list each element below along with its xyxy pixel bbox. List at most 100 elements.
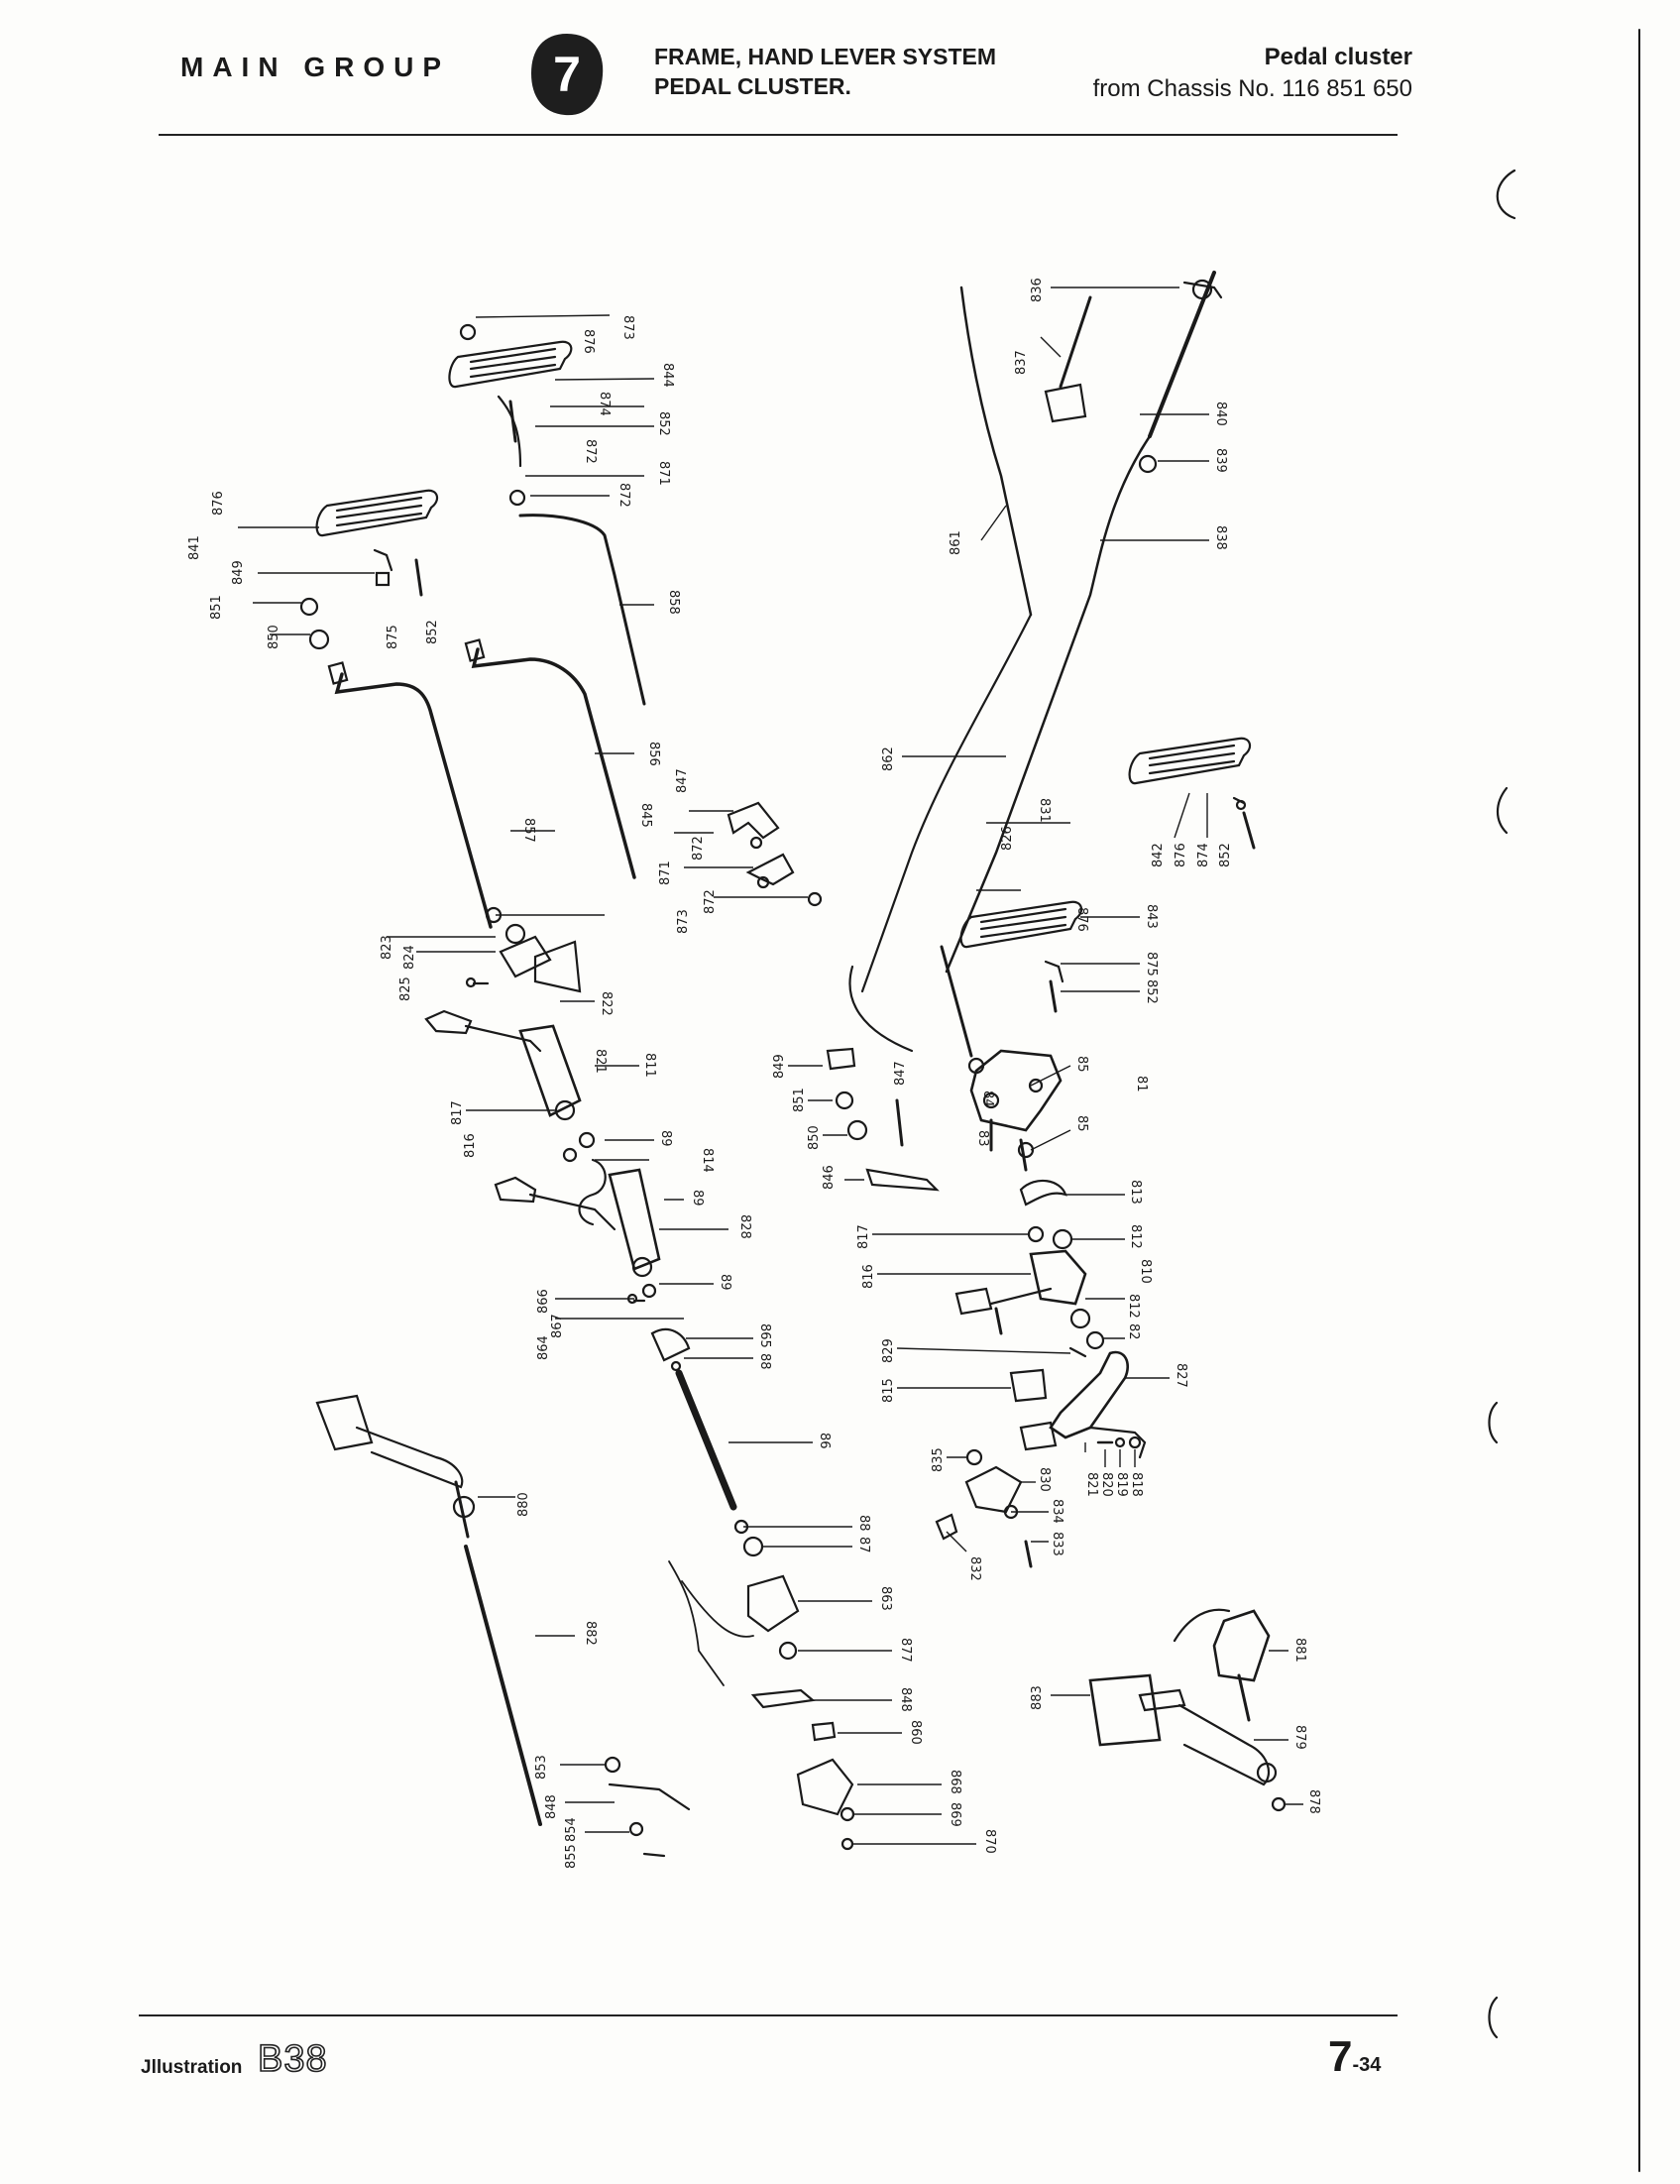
part-label: 881 bbox=[1292, 1638, 1307, 1663]
part-label: 847 bbox=[893, 1061, 908, 1086]
part-label: 82 bbox=[1126, 1323, 1141, 1340]
part-label: 866 bbox=[536, 1289, 551, 1314]
part-label: 873 bbox=[676, 909, 691, 934]
part-label: 850 bbox=[807, 1125, 822, 1150]
part-label: 840 bbox=[1213, 402, 1228, 426]
part-label: 875 bbox=[1144, 952, 1159, 977]
part-label: 89 bbox=[690, 1190, 705, 1207]
part-label: 838 bbox=[1213, 525, 1228, 550]
part-label: 87 bbox=[856, 1537, 871, 1553]
header-rule bbox=[159, 134, 1398, 136]
title-block: FRAME, HAND LEVER SYSTEM PEDAL CLUSTER. bbox=[654, 42, 996, 101]
part-label: 830 bbox=[1037, 1467, 1052, 1492]
part-label: 858 bbox=[666, 590, 681, 615]
part-label: 812 bbox=[1126, 1294, 1141, 1319]
part-label: 851 bbox=[209, 595, 224, 620]
part-label: 875 bbox=[386, 625, 400, 649]
part-label: 828 bbox=[737, 1214, 752, 1239]
page-main: 7 bbox=[1328, 2032, 1353, 2081]
part-label: 853 bbox=[534, 1755, 549, 1780]
part-label: 820 bbox=[1099, 1472, 1114, 1497]
page-sub: -34 bbox=[1352, 2054, 1382, 2076]
part-label: 89 bbox=[658, 1130, 673, 1147]
part-label: 857 bbox=[521, 818, 536, 843]
title-line-2: PEDAL CLUSTER. bbox=[654, 73, 851, 99]
part-label: 860 bbox=[908, 1720, 923, 1745]
part-label: 876 bbox=[1174, 843, 1188, 867]
part-label: 84 bbox=[980, 1091, 995, 1107]
part-label: 874 bbox=[1196, 843, 1211, 867]
part-label: 85 bbox=[1074, 1115, 1089, 1132]
part-label: 827 bbox=[1174, 1363, 1188, 1388]
part-label: 880 bbox=[516, 1492, 531, 1517]
part-label: 876 bbox=[581, 329, 596, 354]
part-label: 846 bbox=[822, 1165, 837, 1190]
badge-blob-shape bbox=[531, 34, 604, 116]
part-label: 812 bbox=[1128, 1224, 1143, 1249]
part-label: 815 bbox=[881, 1378, 896, 1403]
part-label: 852 bbox=[1144, 979, 1159, 1004]
part-label: 823 bbox=[380, 935, 394, 960]
part-label: 818 bbox=[1129, 1472, 1144, 1497]
part-label: 856 bbox=[646, 742, 661, 766]
part-label: 882 bbox=[583, 1621, 598, 1646]
part-label: 852 bbox=[1218, 843, 1233, 867]
part-label: 814 bbox=[700, 1148, 715, 1173]
part-label: 816 bbox=[861, 1264, 876, 1289]
part-label: 835 bbox=[931, 1447, 946, 1472]
part-label: 821 bbox=[1084, 1472, 1099, 1497]
page-number: 7-34 bbox=[1328, 2032, 1381, 2082]
part-label: 877 bbox=[898, 1638, 913, 1663]
part-label: 847 bbox=[675, 768, 690, 793]
part-label: 848 bbox=[544, 1794, 559, 1819]
illustration-label: Jllustration bbox=[141, 2057, 243, 2078]
part-label: 868 bbox=[948, 1770, 962, 1794]
part-label: 871 bbox=[656, 461, 671, 486]
part-label: 844 bbox=[660, 363, 675, 388]
part-label: 841 bbox=[187, 535, 202, 560]
part-label: 850 bbox=[267, 625, 281, 649]
part-label: 817 bbox=[450, 1100, 465, 1125]
part-label: 832 bbox=[967, 1556, 982, 1581]
part-label: 833 bbox=[1050, 1532, 1064, 1556]
part-label: 883 bbox=[1030, 1685, 1045, 1710]
part-label: 822 bbox=[599, 991, 614, 1016]
part-label: 864 bbox=[536, 1335, 551, 1360]
part-label: 872 bbox=[703, 889, 718, 914]
part-label: 872 bbox=[616, 483, 631, 508]
diagram-linework bbox=[299, 29, 1640, 2172]
part-label: 848 bbox=[898, 1687, 913, 1712]
part-label: 825 bbox=[398, 977, 413, 1001]
part-label: 865 bbox=[757, 1323, 772, 1348]
part-label: 826 bbox=[1000, 826, 1015, 851]
part-label: 88 bbox=[856, 1515, 871, 1532]
part-label: 852 bbox=[656, 411, 671, 436]
part-label: 870 bbox=[982, 1829, 997, 1854]
part-label: 855 bbox=[564, 1844, 579, 1869]
title-line-1: FRAME, HAND LEVER SYSTEM bbox=[654, 44, 997, 69]
part-label: 854 bbox=[564, 1817, 579, 1842]
part-label: 879 bbox=[1292, 1725, 1307, 1750]
part-label: 813 bbox=[1128, 1180, 1143, 1205]
part-label: 811 bbox=[642, 1053, 657, 1078]
part-label: 816 bbox=[463, 1133, 478, 1158]
part-label: 89 bbox=[718, 1274, 732, 1291]
part-label: 878 bbox=[1306, 1789, 1321, 1814]
part-label: 869 bbox=[948, 1802, 962, 1827]
part-label: 829 bbox=[881, 1338, 896, 1363]
part-label: 872 bbox=[583, 439, 598, 464]
part-label: 86 bbox=[817, 1433, 832, 1449]
group-number-badge: 7 bbox=[527, 30, 607, 119]
part-label: 867 bbox=[550, 1314, 565, 1338]
illustration-code: B38 bbox=[257, 2037, 328, 2081]
group-number: 7 bbox=[553, 47, 581, 102]
part-label: 843 bbox=[1144, 904, 1159, 929]
part-label: 874 bbox=[597, 392, 612, 416]
section-title: Pedal cluster bbox=[1264, 44, 1412, 70]
part-label: 863 bbox=[878, 1586, 893, 1611]
part-label: 836 bbox=[1030, 278, 1045, 302]
part-label: 842 bbox=[1151, 843, 1166, 867]
part-label: 851 bbox=[792, 1088, 807, 1112]
part-label: 849 bbox=[231, 560, 246, 585]
